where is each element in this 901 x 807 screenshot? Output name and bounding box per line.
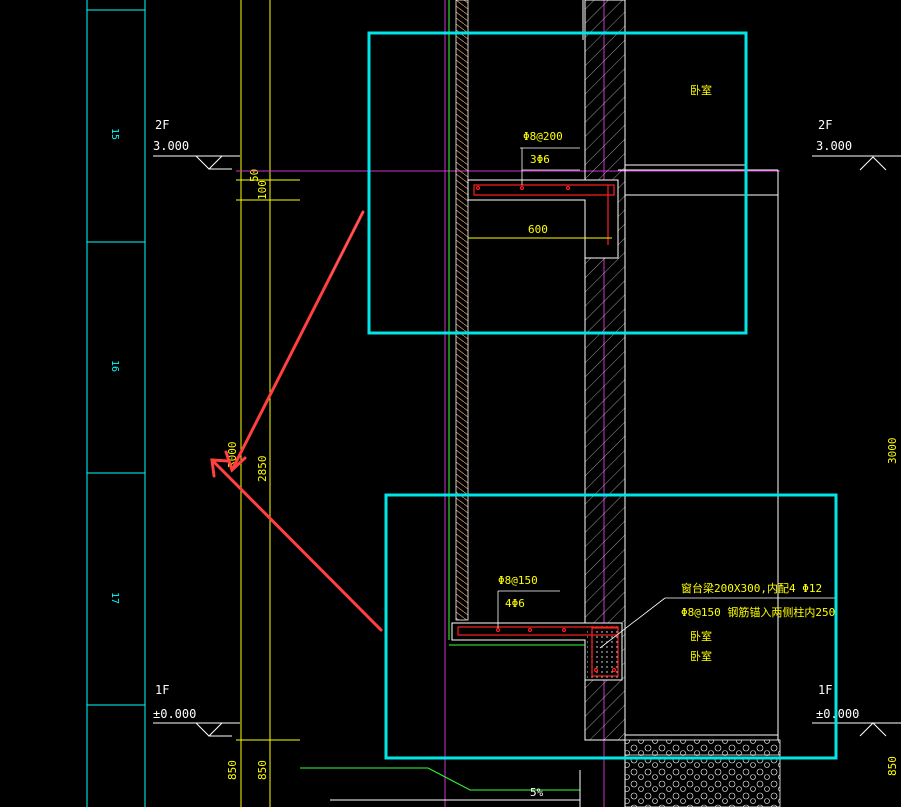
room-label-lower-b: 卧室 bbox=[690, 649, 712, 663]
level-label-15: 15 bbox=[109, 128, 120, 140]
rebar-note-upper: Φ8@200 3Φ6 bbox=[520, 130, 580, 185]
rebar-upper-stirrup: Φ8@200 bbox=[523, 130, 563, 143]
dim-3000-right: 3000 bbox=[886, 438, 899, 465]
floor-name-2f-left: 2F bbox=[155, 118, 169, 132]
floor-elev-1f-right: ±0.000 bbox=[816, 707, 859, 721]
rebar-upper-main: 3Φ6 bbox=[530, 153, 550, 166]
floor-mark-1f-left: 1F ±0.000 bbox=[153, 683, 240, 737]
wall-section bbox=[300, 0, 781, 807]
floor-name-2f-right: 2F bbox=[818, 118, 832, 132]
annotation-arrows bbox=[210, 210, 383, 632]
dim-850-b: 850 bbox=[256, 760, 269, 780]
floor-elev-1f-left: ±0.000 bbox=[153, 707, 196, 721]
rebar-note-lower: Φ8@150 4Φ6 bbox=[497, 574, 560, 628]
floor-elev-2f-right: 3.000 bbox=[816, 139, 852, 153]
floor-name-1f-left: 1F bbox=[155, 683, 169, 697]
room-label-lower-a: 卧室 bbox=[690, 629, 712, 643]
arrow-thin-upper bbox=[329, 211, 364, 278]
beam-note-line2: Φ8@150 钢筋锚入两侧柱内250 bbox=[681, 605, 835, 619]
dim-850-a: 850 bbox=[226, 760, 239, 780]
rebar-lower-main: 4Φ6 bbox=[505, 597, 525, 610]
floor-elev-2f-left: 3.000 bbox=[153, 139, 189, 153]
dim-600-line: 600 bbox=[468, 223, 612, 239]
highlight-box-lower bbox=[384, 493, 838, 760]
beam-note-line1: 窗台梁200X300,内配4 Φ12 bbox=[681, 581, 822, 595]
dim-100: 100 bbox=[256, 180, 269, 200]
dimension-lines-left bbox=[236, 0, 300, 807]
floor-mark-2f-right: 2F 3.000 bbox=[812, 118, 901, 171]
room-label-upper: 卧室 bbox=[690, 83, 712, 97]
highlight-box-upper bbox=[367, 31, 748, 335]
dim-2850: 2850 bbox=[256, 456, 269, 483]
rebar-lower bbox=[457, 626, 619, 677]
floor-mark-1f-right: 1F ±0.000 bbox=[812, 683, 901, 737]
dim-50: 50 bbox=[248, 169, 261, 182]
level-label-17: 17 bbox=[109, 592, 120, 604]
level-lines bbox=[236, 0, 780, 807]
rebar-upper bbox=[473, 184, 615, 245]
floor-mark-2f-left: 2F 3.000 bbox=[153, 118, 240, 170]
rebar-lower-stirrup: Φ8@150 bbox=[498, 574, 538, 587]
floor-name-1f-right: 1F bbox=[818, 683, 832, 697]
level-label-16: 16 bbox=[109, 360, 120, 372]
dim-600: 600 bbox=[528, 223, 548, 236]
beam-note: 窗台梁200X300,内配4 Φ12 Φ8@150 钢筋锚入两侧柱内250 bbox=[599, 581, 835, 649]
dim-850-c: 850 bbox=[886, 756, 899, 776]
level-strip bbox=[86, 0, 146, 807]
slope-label: 5% bbox=[530, 786, 544, 799]
